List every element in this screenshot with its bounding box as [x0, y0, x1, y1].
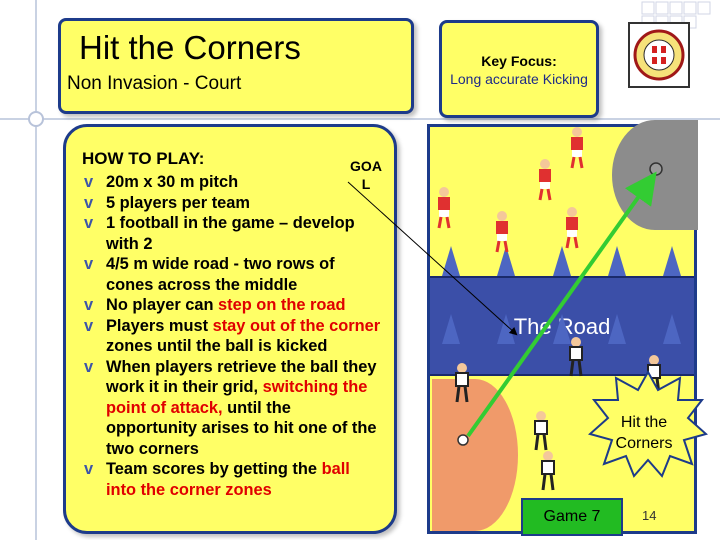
cone-icon — [608, 246, 626, 276]
decorative-horizontal-line — [0, 118, 720, 120]
slide-title: Hit the Corners — [79, 29, 301, 66]
rule-item: v 20m x 30 m pitch — [84, 172, 384, 193]
bullet-icon: v — [84, 173, 94, 191]
bullet-icon: v — [84, 316, 94, 335]
rule-text: Players must — [106, 316, 213, 335]
rule-item: v 1 football in the game – develop with 2 — [84, 213, 384, 254]
how-to-play-heading: HOW TO PLAY: — [82, 149, 205, 168]
cone-icon — [442, 314, 460, 344]
rule-text: until the opportunity arises to hit one … — [106, 398, 377, 458]
bullet-icon: v — [84, 296, 94, 314]
hit-the-corners-label: Hit the Corners — [596, 412, 692, 454]
hit-the-corners-line-1: Hit the — [620, 414, 668, 431]
decorative-vertical-line — [35, 0, 37, 540]
rule-item: v 5 players per team — [84, 193, 384, 214]
bullet-icon: v — [84, 460, 94, 478]
rule-item: v When players retrieve the ball they wor… — [84, 357, 384, 460]
cone-icon — [663, 314, 681, 344]
title-box: Hit the Corners Non Invasion - Court — [58, 18, 414, 114]
cone-icon — [553, 314, 571, 344]
rule-text: 20m x 30 m pitch — [106, 173, 239, 191]
rule-text: No player can — [106, 296, 219, 314]
rule-item: v Players must stay out of the corner zon… — [84, 316, 384, 357]
decorative-circle — [28, 111, 44, 127]
cone-icon — [497, 246, 515, 276]
rule-text: Team scores by getting the — [106, 460, 322, 478]
hit-the-corners-burst — [588, 369, 708, 478]
rule-item: v Team scores by getting the ball into th… — [84, 459, 384, 500]
bullet-icon: v — [84, 214, 94, 232]
crest-logo — [628, 22, 690, 88]
cone-icon — [663, 246, 681, 276]
rule-item: v 4/5 m wide road - two rows of cones acr… — [84, 254, 384, 295]
rule-text: zones until the ball is kicked — [106, 337, 328, 355]
rule-text: 5 players per team — [106, 193, 250, 212]
game-number-badge: Game 7 — [521, 498, 623, 536]
key-focus-box: Key Focus: Long accurate Kicking — [439, 20, 599, 118]
bullet-icon: v — [84, 193, 94, 212]
rule-text: step on the road — [218, 296, 346, 314]
cone-icon — [553, 246, 571, 276]
rule-text: 4/5 m wide road - two rows of cones acro… — [106, 255, 335, 294]
rule-item: v No player can step on the road — [84, 295, 384, 316]
rule-text: stay out of the corner — [212, 316, 381, 335]
rules-list: v 20m x 30 m pitch v 5 players per team v 1 f… — [84, 172, 384, 500]
rule-text: ball — [321, 460, 350, 478]
bullet-icon: v — [84, 255, 94, 273]
key-focus-heading: Key Focus: — [481, 53, 557, 69]
cone-icon — [442, 246, 460, 276]
hit-the-corners-line-2: Corners — [615, 435, 673, 452]
page-number: 14 — [642, 508, 657, 523]
goal-label-line-1: GOA — [350, 158, 382, 174]
rule-text: When players retrieve the ball they work… — [106, 357, 377, 397]
rule-text: into the corner zones — [106, 480, 272, 499]
bottom-corner-zone — [432, 379, 518, 531]
cone-icon — [608, 314, 626, 344]
top-corner-zone — [612, 120, 698, 230]
rule-text: 1 football in the game – develop with 2 — [106, 214, 355, 253]
key-focus-text: Long accurate Kicking — [450, 71, 588, 87]
rule-text: switching the point of attack, — [106, 378, 368, 417]
slide-subtitle: Non Invasion - Court — [67, 73, 242, 94]
bullet-icon: v — [84, 357, 94, 376]
cone-icon — [497, 314, 515, 344]
